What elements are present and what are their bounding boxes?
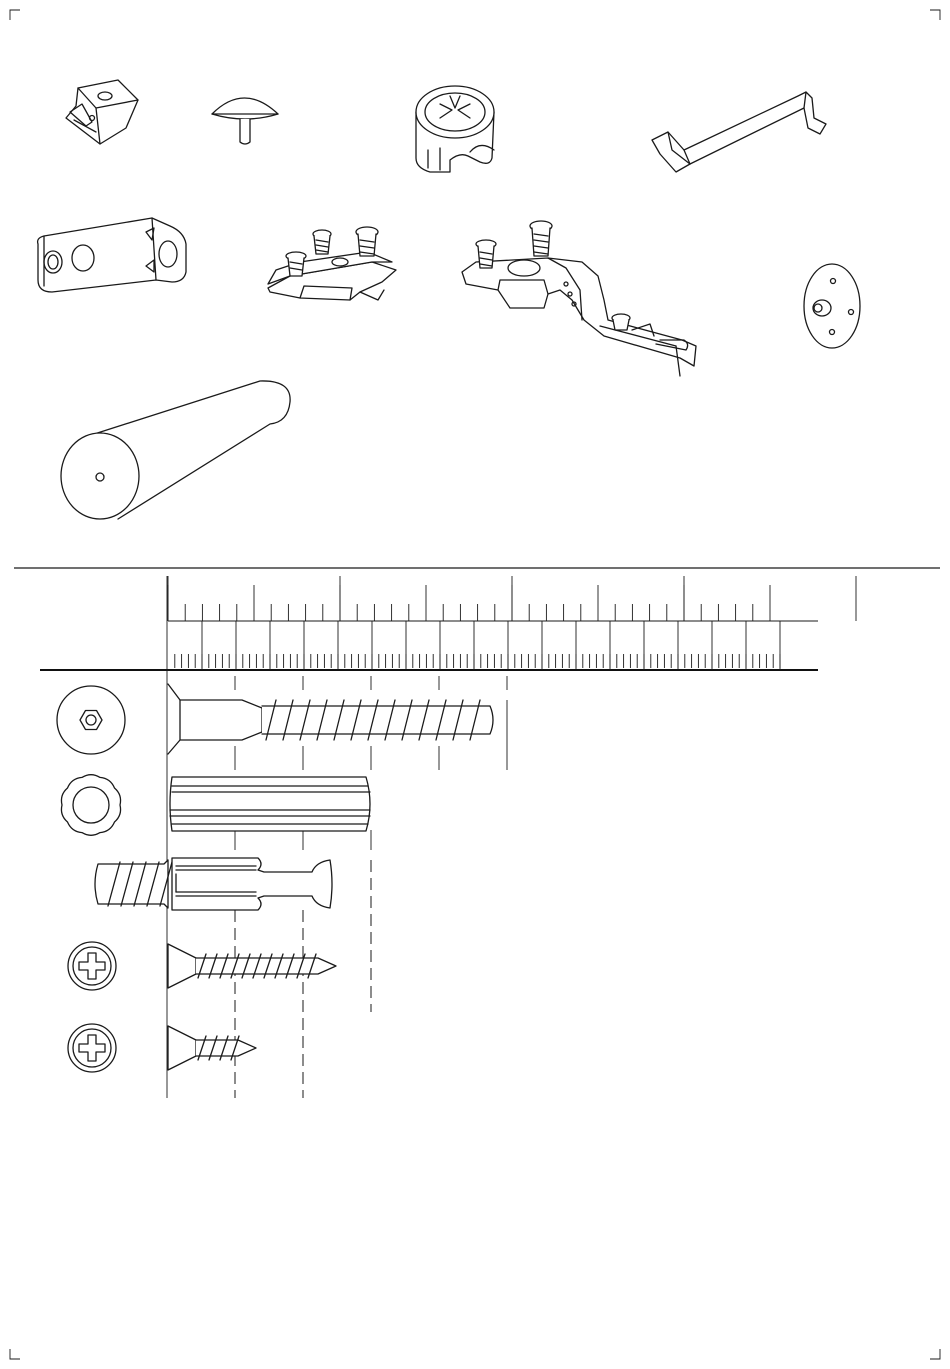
shelf-support-clip-icon: [66, 80, 138, 144]
wooden-dowel-icon: [170, 777, 370, 831]
connector-bolt-icon: [168, 684, 493, 754]
felt-pad-disc-icon: [804, 264, 860, 348]
connector-bolt-row: [57, 684, 493, 754]
cam-bolt-shaft-icon: [172, 858, 332, 910]
crop-marks: [10, 10, 940, 1359]
phillips-head-icon: [68, 1024, 116, 1072]
short-wood-screw-icon: [168, 1026, 256, 1070]
hex-key-icon: [652, 92, 826, 172]
hinge-mounting-plate-icon: [268, 227, 396, 300]
hex-socket-head-icon: [57, 686, 125, 754]
size-chart: [40, 576, 856, 1098]
cam-bolt-icon: [95, 860, 172, 908]
cabinet-hinge-icon: [462, 221, 696, 376]
angle-bracket-icon: [38, 218, 186, 292]
fluted-dowel-end-icon: [61, 775, 120, 836]
wooden-dowel-rod-icon: [61, 381, 290, 519]
ruler-scale: [168, 576, 856, 670]
short-screw-row: [68, 1024, 256, 1072]
cam-bolt-row: [95, 858, 332, 910]
long-wood-screw-icon: [168, 944, 336, 988]
cam-lock-icon: [416, 86, 494, 172]
mushroom-cap-icon: [212, 98, 278, 144]
dowel-row: [61, 775, 370, 836]
phillips-head-icon: [68, 942, 116, 990]
long-screw-row: [68, 942, 336, 990]
